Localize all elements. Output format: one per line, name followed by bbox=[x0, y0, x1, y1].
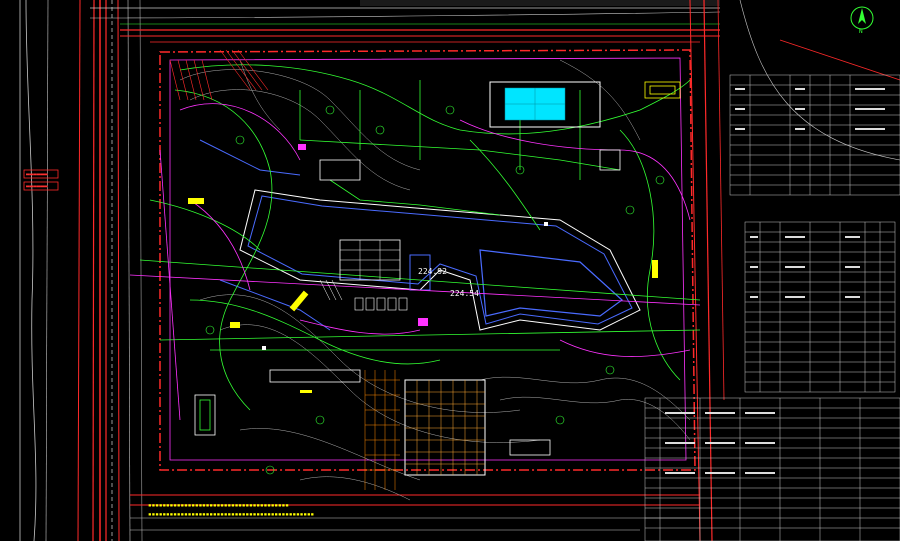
green-paths bbox=[139, 64, 701, 411]
north-arrow-label: N bbox=[859, 28, 863, 35]
south-plaza-grid bbox=[319, 239, 486, 490]
south-road bbox=[130, 494, 700, 531]
contour-lines bbox=[179, 59, 691, 501]
elevation-label-1: 224.92 bbox=[418, 267, 447, 276]
nw-hatch bbox=[169, 49, 269, 101]
site-boundary bbox=[159, 49, 696, 471]
magenta-lines bbox=[129, 103, 701, 421]
elevation-label-2: 224.54 bbox=[450, 289, 479, 298]
info-table-middle bbox=[744, 221, 896, 393]
yellow-markers bbox=[188, 198, 658, 393]
red-sign-text-2: ▬▬▬▬▬▬ bbox=[26, 183, 48, 190]
tree-symbols bbox=[205, 105, 665, 475]
north-road bbox=[89, 0, 721, 43]
bottom-note-line-2: ▪▪▪▪▪▪▪▪▪▪▪▪▪▪▪▪▪▪▪▪▪▪▪▪▪▪▪▪▪▪▪▪▪▪▪▪▪▪▪▪… bbox=[148, 511, 315, 518]
red-sign-text-1: ▬▬▬▬▬▬ bbox=[26, 171, 48, 178]
bottom-note-line-1: ▪▪▪▪▪▪▪▪▪▪▪▪▪▪▪▪▪▪▪▪▪▪▪▪▪▪▪▪▪▪▪▪▪▪▪▪▪▪▪ bbox=[148, 502, 289, 509]
misc-boxes bbox=[194, 81, 681, 456]
table-text-marks bbox=[665, 88, 885, 474]
west-highway bbox=[19, 0, 143, 541]
small-fills bbox=[262, 144, 548, 350]
info-table-top bbox=[729, 74, 900, 196]
east-road bbox=[689, 0, 900, 541]
building-outlines bbox=[199, 139, 641, 331]
pool bbox=[489, 81, 601, 128]
red-signs bbox=[23, 169, 59, 191]
info-table-bottom bbox=[644, 397, 900, 541]
north-arrow-icon bbox=[850, 6, 874, 30]
